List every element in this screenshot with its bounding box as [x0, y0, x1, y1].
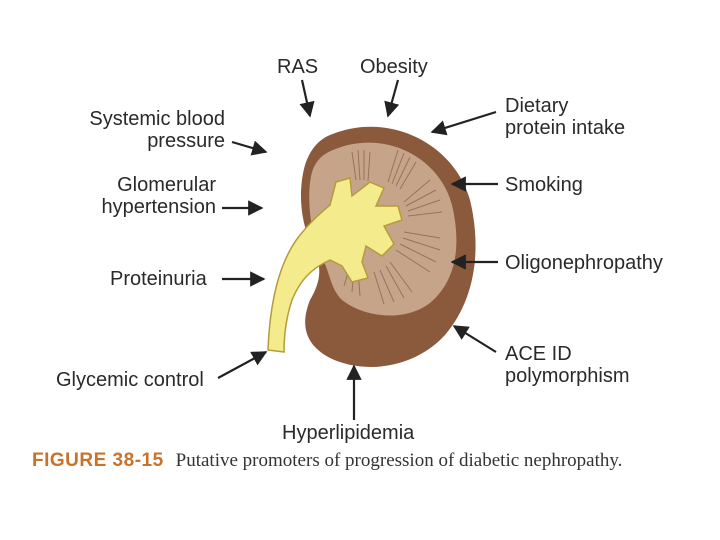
label-smoking: Smoking — [505, 174, 583, 196]
label-glomerular-hypertension: Glomerular hypertension — [60, 174, 216, 218]
label-ace-id-polymorphism: ACE ID polymorphism — [505, 343, 629, 387]
label-glycemic-control: Glycemic control — [56, 369, 204, 391]
renal-pelvis — [267, 177, 403, 353]
figure-caption-text: Putative promoters of progression of dia… — [175, 450, 623, 471]
label-glomerular-line2: hypertension — [101, 196, 216, 218]
label-dietary-protein-intake: Dietary protein intake — [505, 95, 625, 139]
label-glomerular-line1: Glomerular — [117, 174, 216, 196]
figure-caption: FIGURE 38-15 Putative promoters of progre… — [32, 450, 622, 472]
label-systemic-blood-pressure: Systemic blood pressure — [60, 108, 225, 152]
arrow-dietary — [430, 110, 497, 136]
label-ace-line1: ACE ID — [505, 343, 572, 365]
factor-arrows — [217, 79, 498, 420]
label-dietary-line1: Dietary — [505, 95, 569, 117]
arrow-obesity — [384, 79, 400, 118]
arrow-glycemic — [217, 351, 268, 379]
label-systemic-line1: Systemic blood — [89, 108, 225, 130]
medullary-pyramids — [343, 149, 443, 305]
label-dietary-line2: protein intake — [505, 117, 626, 139]
label-obesity: Obesity — [360, 56, 428, 78]
figure-number: FIGURE 38-15 — [32, 450, 164, 471]
label-hyperlipidemia: Hyperlipidemia — [282, 422, 415, 444]
label-ras: RAS — [277, 56, 319, 78]
label-systemic-line2: pressure — [147, 130, 225, 152]
arrow-systemic — [231, 140, 268, 156]
arrow-ace — [452, 325, 497, 353]
arrow-ras — [299, 79, 315, 118]
label-oligonephropathy: Oligonephropathy — [505, 252, 663, 274]
label-proteinuria: Proteinuria — [110, 268, 207, 290]
label-ace-line2: polymorphism — [505, 365, 630, 387]
